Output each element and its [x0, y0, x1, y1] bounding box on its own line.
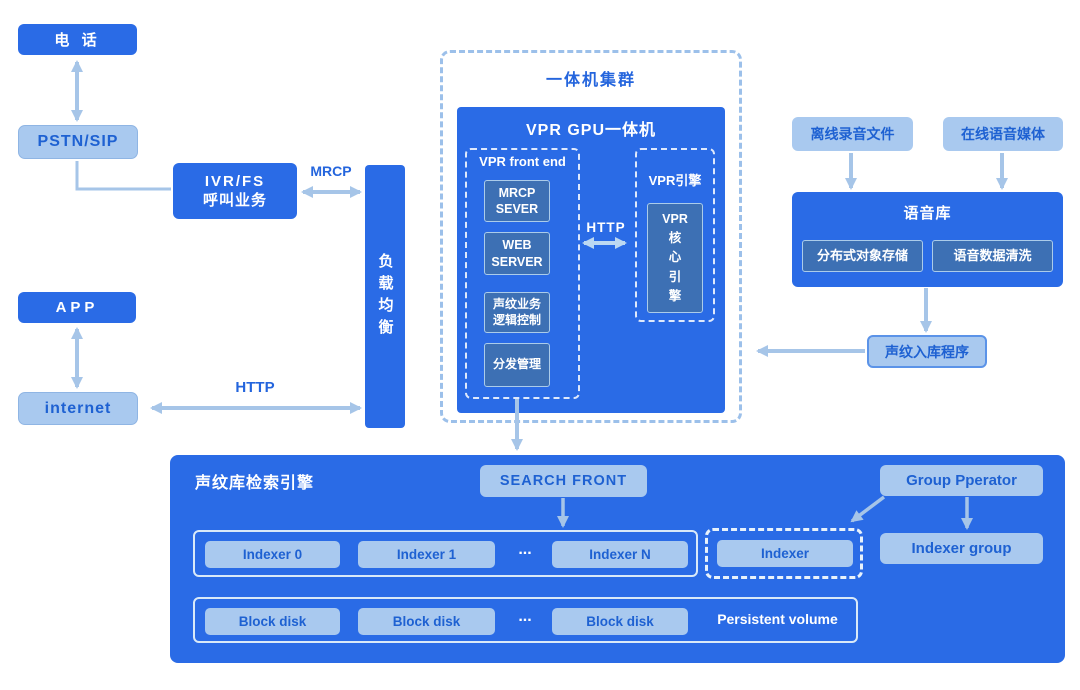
node-indexer-1: Indexer 1 — [358, 541, 495, 568]
node-phone: 电 话 — [18, 24, 137, 55]
search-engine-title: 声纹库检索引擎 — [195, 475, 315, 492]
mrcp-server-line2: SEVER — [495, 202, 539, 216]
inner-http-label: HTTP — [586, 220, 626, 235]
node-data-cleaning: 语音数据清洗 — [932, 240, 1053, 272]
vpr-gpu-title: VPR GPU一体机 — [525, 122, 657, 139]
mrcp-server-line1: MRCP — [498, 185, 536, 200]
node-offline-audio: 离线录音文件 — [792, 117, 913, 151]
node-online-media: 在线语音媒体 — [943, 117, 1063, 151]
node-pstn-sip: PSTN/SIP — [18, 125, 138, 159]
http-arrow-label: HTTP — [235, 379, 275, 396]
node-block-disk-1: Block disk — [358, 608, 495, 635]
block-disk-row-frame — [193, 597, 858, 643]
persistent-volume-label: Persistent volume — [717, 611, 838, 627]
node-vpr-logic: 声纹业务 逻辑控制 — [484, 292, 550, 333]
vpr-logic-line1: 声纹业务 — [492, 296, 541, 311]
web-server-line2: SERVER — [491, 254, 543, 269]
mrcp-arrow-label: MRCP — [310, 163, 352, 179]
indexer-ellipsis: ... — [518, 541, 532, 558]
web-server-line1: WEB — [502, 238, 532, 253]
node-app: APP — [18, 292, 136, 323]
node-load-balancer: 负载均衡 — [365, 165, 405, 428]
node-ingest: 声纹入库程序 — [867, 335, 987, 368]
cluster-frame — [440, 50, 742, 423]
block-disk-ellipsis: ... — [518, 608, 532, 625]
indexer-row-frame — [193, 530, 698, 577]
vpr-front-end-frame — [465, 148, 580, 399]
vpr-engine-title: VPR引擎 — [648, 173, 702, 188]
node-group-operator: Group Pperator — [880, 465, 1043, 496]
cluster-title: 一体机集群 — [545, 72, 636, 89]
node-internet: internet — [18, 392, 138, 425]
node-ivr-fs: IVR/FS 呼叫业务 — [173, 163, 297, 219]
node-dispatch: 分发管理 — [484, 343, 550, 387]
vpr-core-line: VPR — [662, 211, 688, 226]
node-web-server: WEB SERVER — [484, 232, 550, 275]
indexer-dashed-frame — [705, 528, 863, 579]
node-indexer-single: Indexer — [717, 540, 853, 567]
node-block-disk-0: Block disk — [205, 608, 340, 635]
vpr-front-end-title: VPR front end — [479, 154, 566, 169]
node-mrcp-server: MRCP SEVER — [484, 180, 550, 222]
node-indexer-0: Indexer 0 — [205, 541, 340, 568]
vpr-core-line: 引 — [668, 269, 682, 284]
vpr-core-line: 擎 — [668, 289, 682, 304]
vpr-engine-frame — [635, 148, 715, 322]
ivr-line2: 呼叫业务 — [202, 192, 267, 209]
node-object-storage: 分布式对象存储 — [802, 240, 923, 272]
ivr-line1: IVR/FS — [204, 172, 266, 190]
voice-lib-title: 语音库 — [903, 205, 952, 222]
node-vpr-core: VPR 核 心 引 擎 — [647, 203, 703, 313]
node-indexer-n: Indexer N — [552, 541, 688, 568]
line-pstn-ivr — [75, 161, 171, 191]
node-block-disk-2: Block disk — [552, 608, 688, 635]
node-indexer-group: Indexer group — [880, 533, 1043, 564]
vpr-core-line: 心 — [668, 250, 682, 265]
node-search-front: SEARCH FRONT — [480, 465, 647, 497]
vpr-core-line: 核 — [668, 230, 682, 245]
vpr-logic-line2: 逻辑控制 — [492, 312, 541, 327]
